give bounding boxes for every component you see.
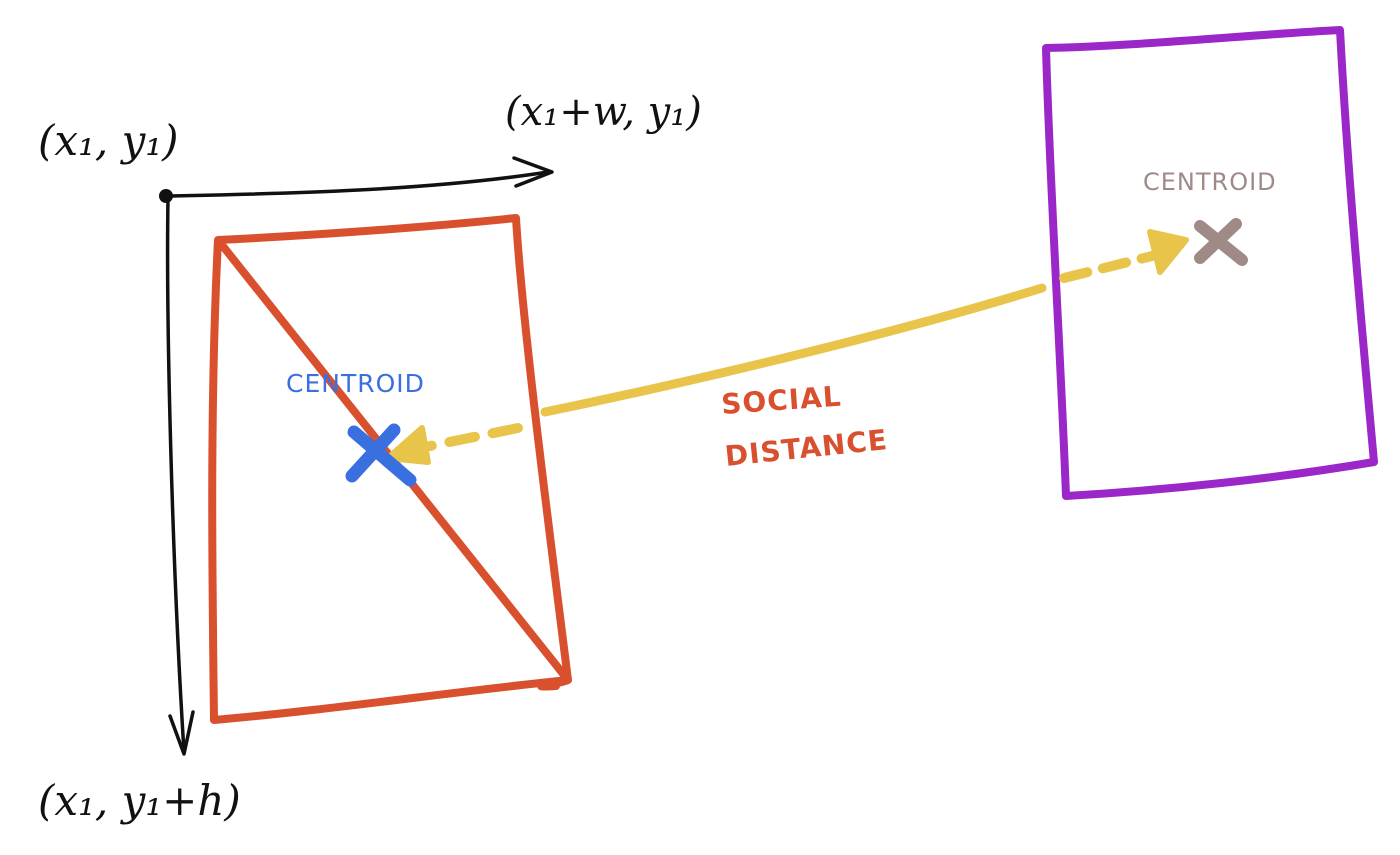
centroid-left-x-icon — [345, 423, 417, 487]
arrowhead-right-icon — [1147, 229, 1189, 275]
distance-line-solid — [540, 283, 1047, 417]
y-axis-arrow — [165, 196, 186, 754]
origin-point — [159, 189, 173, 203]
top-right-label: (x₁+w, y₁) — [505, 89, 702, 135]
social-distance-connector — [415, 249, 1165, 453]
centroid-right-x-icon — [1194, 218, 1248, 266]
axes — [165, 156, 554, 756]
bottom-left-label: (x₁, y₁+h) — [38, 776, 241, 825]
social-distance-label-line2: DISTANCE — [723, 423, 889, 473]
left-bounding-box — [208, 214, 572, 724]
arrowhead-left-icon — [385, 425, 431, 465]
social-distance-label-line1: SOCIAL — [720, 380, 842, 421]
centroid-right-label: CENTROID — [1143, 168, 1277, 196]
distance-line-dashed-left — [415, 423, 523, 453]
y-axis-arrowhead-icon — [168, 710, 195, 756]
right-bounding-box — [1042, 26, 1378, 500]
x-axis-arrow — [166, 170, 550, 198]
x-axis-arrowhead-icon — [512, 156, 554, 188]
centroid-left-label: CENTROID — [286, 369, 425, 398]
distance-line-dashed-right — [1059, 249, 1165, 283]
origin-label: (x₁, y₁) — [38, 116, 179, 165]
